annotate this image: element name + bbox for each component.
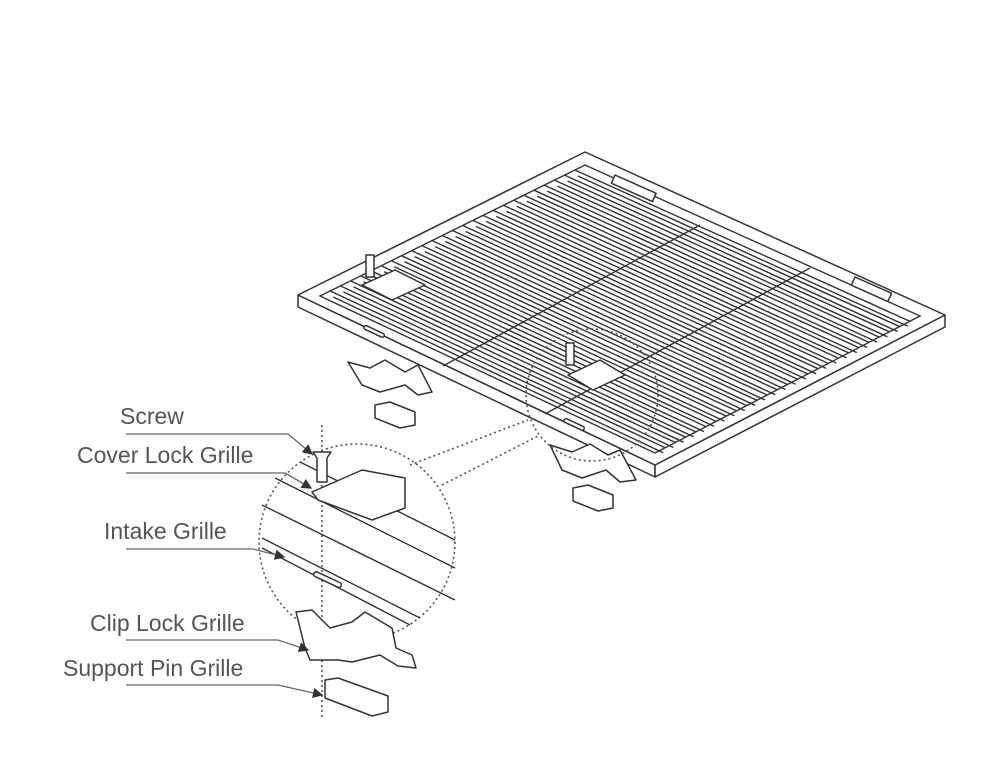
grille-slat: [360, 275, 697, 438]
grille-slat: [350, 280, 686, 443]
grille-slat: [380, 265, 717, 428]
label-cover-lock-grille: Cover Lock Grille: [77, 442, 253, 468]
grille-slat: [564, 174, 900, 333]
grille-slat: [523, 194, 860, 354]
grille-slat: [401, 255, 737, 417]
cover-lock-small-2: [567, 359, 626, 391]
grille-slat: [452, 229, 788, 391]
grille-slat: [340, 285, 676, 449]
callout-intake-grille: Intake Grille: [104, 518, 286, 560]
grille-slat: [533, 189, 870, 348]
cover-lock-small-1: [361, 269, 426, 301]
grille-slat: [482, 214, 819, 375]
label-support-pin-grille: Support Pin Grille: [63, 655, 243, 681]
callout-support-pin-grille: Support Pin Grille: [63, 655, 324, 699]
grille-slat: [442, 234, 778, 396]
grille-divider-2: [544, 267, 811, 415]
screw-small-2: [565, 342, 575, 366]
enlarged-support-pin-grille: [324, 677, 389, 717]
grille-slat: [329, 290, 666, 454]
callout-clip-lock-grille: Clip Lock Grille: [90, 610, 310, 653]
grille-tab-right: [850, 276, 893, 303]
enlarged-cover-lock-grille: [311, 469, 406, 521]
grille-slat: [513, 199, 849, 359]
grille-tab-back: [610, 174, 657, 203]
support-pin-small-2: [572, 484, 614, 512]
grille-slat: [554, 179, 890, 338]
support-pin-small-1: [374, 401, 416, 429]
label-screw: Screw: [120, 403, 184, 429]
grille-slat: [472, 219, 809, 380]
label-intake-grille: Intake Grille: [104, 518, 227, 544]
label-clip-lock-grille: Clip Lock Grille: [90, 610, 245, 636]
detail-connector-top: [409, 419, 529, 466]
grille-slat: [543, 184, 880, 343]
grille-slat: [503, 204, 839, 364]
grille-slat: [574, 169, 911, 327]
detail-circle-small: [525, 328, 659, 462]
grille-inner-frame: [318, 164, 922, 454]
intake-grille-main: [297, 151, 946, 478]
grille-slat: [431, 239, 768, 401]
screw-small-1: [365, 254, 375, 278]
grille-slat: [492, 209, 829, 370]
clip-lock-small-1: [347, 359, 433, 396]
clip-lock-small-2: [549, 443, 637, 483]
grille-slat: [411, 250, 748, 412]
grille-slat: [370, 270, 707, 433]
grille-divider-1: [442, 224, 701, 367]
grille-slats: [329, 169, 911, 454]
enlarged-slot: [312, 571, 343, 589]
enlarged-detail: [261, 451, 456, 717]
grille-slot-right: [563, 417, 586, 432]
grille-slot-left: [363, 324, 386, 339]
enlarged-screw: [312, 451, 332, 483]
grille-slat: [421, 244, 758, 406]
detail-connector-bottom: [441, 434, 541, 486]
grille-slat: [462, 224, 798, 385]
callout-cover-lock-grille: Cover Lock Grille: [77, 442, 313, 489]
detail-circle-large: [258, 443, 456, 641]
enlarged-clip-lock-grille: [295, 609, 417, 669]
callout-screw: Screw: [120, 403, 313, 455]
